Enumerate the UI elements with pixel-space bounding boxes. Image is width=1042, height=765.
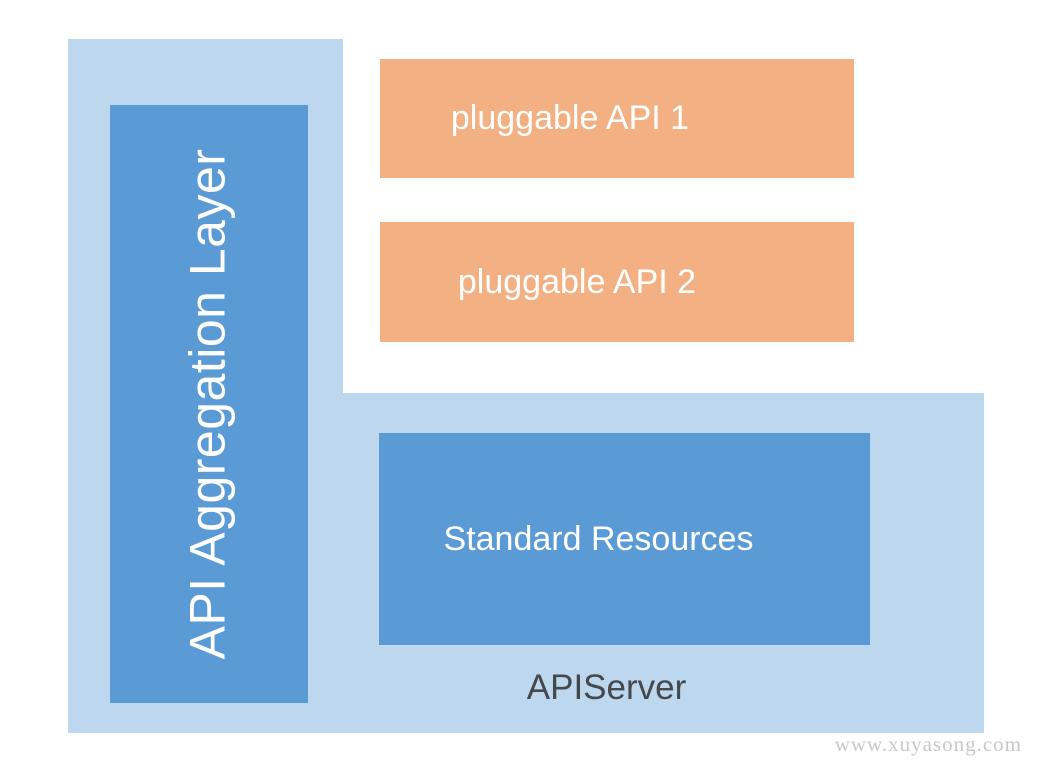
standard-resources-label: Standard Resources <box>443 519 754 558</box>
api-aggregation-layer-box: API Aggregation Layer <box>110 105 308 703</box>
api-aggregation-layer-label: API Aggregation Layer <box>179 148 235 660</box>
standard-resources-box: Standard Resources <box>379 433 870 645</box>
watermark-text: www.xuyasong.com <box>834 732 1022 756</box>
pluggable-api-2-box: pluggable API 2 <box>380 222 854 342</box>
pluggable-api-1-box: pluggable API 1 <box>380 59 854 178</box>
apiserver-label: APIServer <box>526 668 687 707</box>
pluggable-api-2-label: pluggable API 2 <box>457 262 697 301</box>
pluggable-api-1-label: pluggable API 1 <box>450 99 690 137</box>
